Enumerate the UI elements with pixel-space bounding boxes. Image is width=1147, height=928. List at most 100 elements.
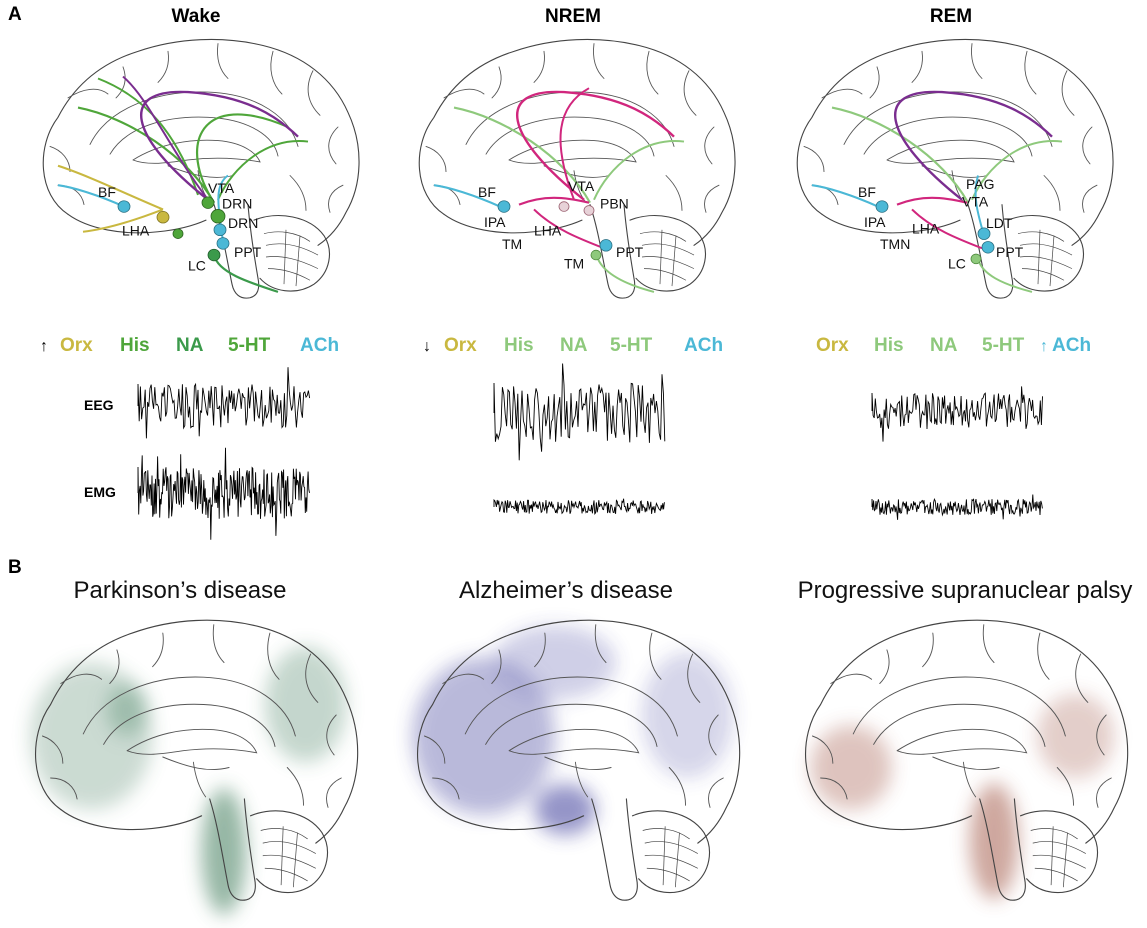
arrow-down-icon: ↓	[423, 338, 431, 355]
pathway-his-wake-2	[195, 113, 289, 204]
legend-wake: ↑ Orx His NA 5-HT ACh	[40, 335, 339, 356]
pathology-pd	[30, 646, 347, 915]
emg-trace-rem	[871, 494, 1043, 520]
emg-trace-nrem	[493, 498, 665, 515]
pathology-ad	[412, 625, 734, 835]
region-label: DRN	[228, 216, 258, 231]
disease-title-pd: Parkinson’s disease	[73, 577, 286, 604]
nucleus-bf-wake	[117, 200, 131, 213]
pathway-ach-nrem	[433, 184, 501, 208]
pathway-ach-wake	[57, 184, 125, 208]
brain-ad	[412, 619, 741, 901]
eeg-trace-nrem	[493, 363, 666, 461]
nucleus-vta-nrem	[558, 201, 570, 212]
pathway-mag-nrem-3	[518, 196, 590, 206]
title-nrem: NREM	[545, 6, 601, 27]
arrow-up-icon: ↑	[40, 338, 48, 355]
pathway-mag-rem-2	[911, 208, 983, 250]
nt-orx: Orx	[60, 335, 93, 356]
disease-title-psp: Progressive supranuclear palsy	[798, 577, 1133, 604]
region-label: LDT	[986, 216, 1013, 231]
nt-orx: Orx	[816, 335, 849, 356]
nucleus-drn-wake	[210, 209, 226, 224]
label-eeg: EEG	[84, 397, 114, 413]
pathway-his-nrem-2	[593, 140, 685, 201]
region-label: IPA	[864, 215, 886, 230]
pathway-purple-wake	[140, 90, 299, 201]
eeg-trace-rem	[871, 386, 1043, 442]
region-label: LHA	[534, 224, 562, 239]
nt-his: His	[120, 335, 150, 356]
nt-his: His	[504, 335, 534, 356]
brain-rem: BF PAG VTA IPA LHA LDT TMN LC PPT	[796, 38, 1114, 299]
region-label: PPT	[996, 245, 1024, 260]
nucleus-ldt-rem	[977, 227, 991, 240]
region-label: PPT	[234, 245, 262, 260]
nucleus-ppt-rem	[981, 241, 995, 254]
nucleus-tm-nrem	[590, 249, 602, 261]
region-label: PAG	[966, 177, 995, 192]
pathology-psp	[810, 694, 1115, 899]
pathway-his-wake	[77, 106, 215, 204]
pathway-orx-wake	[57, 164, 164, 211]
region-label: IPA	[484, 215, 506, 230]
nt-na: NA	[560, 335, 588, 356]
panel-letter-a: A	[8, 4, 22, 25]
disease-title-ad: Alzheimer’s disease	[459, 577, 673, 604]
region-label: BF	[858, 185, 876, 200]
brain-wake: BF VTA DRN DRN LHA PPT LC	[42, 38, 360, 299]
nucleus-tm-wake	[172, 228, 184, 239]
nt-5ht: 5-HT	[228, 335, 271, 356]
nt-5ht: 5-HT	[610, 335, 653, 356]
nucleus-vta-wake	[201, 196, 215, 209]
nucleus-lc-rem	[970, 253, 982, 265]
legend-rem: Orx His NA 5-HT ↑ ACh	[816, 335, 1091, 356]
eeg-trace-wake	[137, 367, 311, 439]
nucleus-pbn-nrem	[583, 205, 595, 216]
nucleus-ppt-wake	[216, 237, 230, 250]
nt-na: NA	[176, 335, 204, 356]
nucleus-lha-wake	[156, 211, 170, 224]
pathway-na-wake	[212, 254, 279, 293]
region-label: VTA	[208, 181, 235, 196]
pathway-na-rem	[977, 258, 1033, 293]
region-label: TM	[564, 257, 584, 272]
nt-his: His	[874, 335, 904, 356]
region-label: PPT	[616, 245, 644, 260]
nt-ach: ACh	[1052, 335, 1091, 356]
brain-pd	[30, 619, 359, 915]
emg-trace-wake	[137, 447, 310, 540]
region-label: LC	[948, 257, 966, 272]
brain-nrem: BF VTA PBN IPA LHA TM TM PPT	[418, 38, 736, 299]
nucleus-bf-nrem	[497, 200, 511, 213]
pathway-mag-nrem-4	[533, 208, 605, 250]
pathway-mag-rem	[896, 196, 968, 206]
nt-ach: ACh	[300, 335, 339, 356]
pathway-his-rem-2	[971, 140, 1063, 201]
region-label: DRN	[222, 197, 252, 212]
nucleus-drn2-wake	[213, 223, 227, 237]
title-wake: Wake	[172, 6, 221, 27]
region-label: TM	[502, 237, 522, 252]
region-label: BF	[478, 185, 496, 200]
arrow-up-icon: ↑	[1040, 338, 1048, 355]
pathway-purple-wake-2	[122, 75, 209, 201]
nt-ach: ACh	[684, 335, 723, 356]
nt-5ht: 5-HT	[982, 335, 1025, 356]
brain-psp	[804, 619, 1129, 901]
pathway-orx-wake-2	[82, 208, 164, 233]
nucleus-bf-rem	[875, 200, 889, 213]
region-label: LHA	[122, 224, 150, 239]
region-label: VTA	[962, 195, 989, 210]
pathway-his-wake-4	[217, 140, 309, 201]
region-label: LC	[188, 259, 206, 274]
label-emg: EMG	[84, 484, 116, 500]
title-rem: REM	[930, 6, 972, 27]
region-label: LHA	[912, 222, 940, 237]
region-label: VTA	[568, 179, 595, 194]
pathway-his-rem	[831, 106, 969, 204]
legend-nrem: ↓ Orx His NA 5-HT ACh	[423, 335, 723, 356]
pathway-purple-rem	[894, 90, 1053, 201]
region-label: PBN	[600, 197, 629, 212]
